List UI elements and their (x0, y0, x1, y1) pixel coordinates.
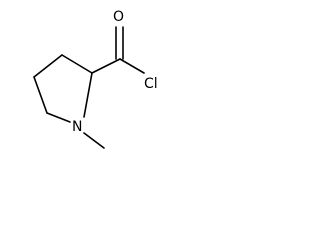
oxygen-label: O (113, 9, 124, 25)
bond-c2-carbonyl (91, 58, 121, 74)
nitrogen-label: N (72, 119, 82, 135)
bond-n1-methyl (83, 132, 105, 149)
bond-n1-c2 (83, 72, 93, 118)
bond-c5-n1 (46, 112, 71, 123)
bond-c4-c5 (33, 76, 48, 114)
chlorine-label: Cl (144, 76, 158, 92)
structure-diagram: O Cl N (33, 9, 158, 149)
bond-c3-c4 (33, 54, 63, 78)
bond-carbonyl-chlorine (119, 58, 145, 74)
bond-c2-c3 (61, 54, 93, 74)
